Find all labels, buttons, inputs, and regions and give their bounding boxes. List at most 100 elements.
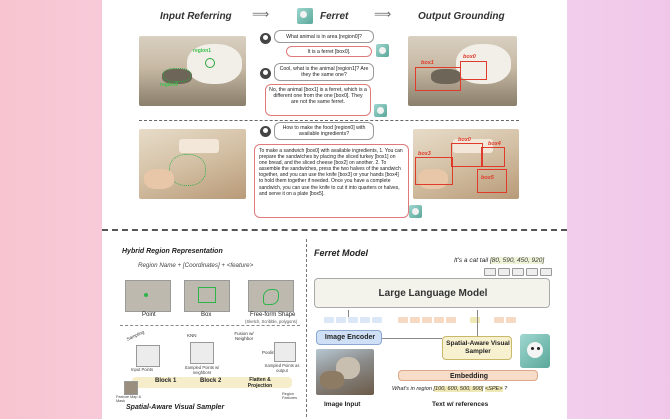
connector-line (382, 338, 442, 339)
answer-1-text: It is a ferret [box0]. (308, 49, 351, 55)
query-end: ? (504, 386, 507, 392)
text-token (422, 317, 432, 323)
header-ferret: Ferret (320, 11, 348, 22)
right-arrow-icon: ⟹ (374, 7, 391, 21)
llm-label: Large Language Model (315, 288, 551, 299)
cat-ferret-photo-output: box1 box0 (408, 36, 517, 106)
image-token (336, 317, 346, 323)
user-avatar-icon (260, 33, 271, 44)
box-label: Box (201, 312, 211, 318)
image-token (348, 317, 358, 323)
image-token (372, 317, 382, 323)
ferret-avatar-icon (376, 44, 389, 57)
question-bubble-1: What animal is in area [region0]? (274, 30, 374, 43)
bounding-box-0 (460, 61, 487, 80)
neighbors-cube (190, 342, 214, 364)
embedding-label: Embedding (399, 373, 539, 380)
sandwich-photo-input (139, 129, 246, 199)
output-cube (274, 342, 296, 362)
box0-label: box0 (458, 137, 471, 143)
header-output-grounding: Output Grounding (418, 11, 505, 22)
answer-2-text: No, the animal [box1] is a ferret, which… (269, 87, 367, 105)
ferret-avatar-icon (374, 104, 387, 117)
answer-bubble-2: No, the animal [box1] is a ferret, which… (265, 84, 371, 116)
region1-tag: region1 (193, 48, 211, 54)
connector-line (477, 310, 478, 336)
spatial-sampler-box: Spatial-Aware Visual Sampler (442, 336, 512, 360)
box1-label: box1 (421, 60, 434, 66)
text-token (506, 317, 516, 323)
fusion-label: Fusion w/ Neighbor (227, 331, 261, 341)
ferret-avatar-icon (409, 205, 422, 218)
question-1-text: What animal is in area [region0]? (286, 34, 362, 40)
region0-tag: region0 (160, 82, 178, 88)
box-example-thumb (184, 280, 230, 312)
text-token (446, 317, 456, 323)
output-coords: [80, 590, 450, 920] (490, 257, 544, 264)
box0-label: box0 (463, 54, 476, 60)
connector-line (348, 310, 349, 317)
region-token (470, 317, 480, 323)
cat-ferret-photo-input: region0 region1 (139, 36, 246, 106)
spatial-sampler-label: Spatial-Aware Visual Sampler (443, 340, 513, 356)
hybrid-region-title: Hybrid Region Representation (122, 248, 223, 255)
text-token (494, 317, 504, 323)
cat-dog-image-input (316, 349, 374, 395)
question-bubble-3: How to make the food [region0] with avai… (274, 122, 374, 140)
sandwich-photo-output: box0 box4 box3 box5 (413, 129, 519, 199)
point-label: Point (142, 312, 156, 318)
ferret-logo-icon (297, 8, 313, 24)
section-divider (139, 120, 519, 121)
paper-figure: Input Referring ⟹ Ferret ⟹ Output Ground… (102, 0, 567, 419)
ferret-model-title: Ferret Model (314, 248, 368, 258)
output-text-main: It's a cat tail (454, 257, 488, 264)
bounding-box-5 (477, 169, 507, 193)
text-input-label: Text w/ references (432, 401, 488, 408)
input-points-cube (136, 345, 160, 367)
ferret-mascot-icon (520, 334, 550, 368)
bounding-box-3 (415, 157, 453, 185)
header-input-referring: Input Referring (160, 11, 232, 22)
image-token (360, 317, 370, 323)
sampling-label: Sampling (126, 329, 145, 341)
query-coords: [100, 600, 500, 900] (434, 386, 484, 392)
bounding-box-1 (415, 67, 461, 91)
text-token (410, 317, 420, 323)
question-bubble-2: Cool, what is the animal [region1]? Are … (274, 63, 374, 81)
input-points-label: Input Points (131, 367, 153, 372)
right-arrow-icon: ⟹ (252, 7, 269, 21)
sampled-output-label: Sampled Points as output (264, 363, 300, 373)
column-divider (306, 239, 307, 417)
flatten-label: Flatten & Projection (242, 377, 278, 389)
block2-label: Block 2 (200, 378, 221, 384)
text-token (434, 317, 444, 323)
freeform-label: Free-form Shape (250, 312, 295, 318)
sampler-title: Spatial-Aware Visual Sampler (126, 404, 224, 411)
sampled-neighbors-label: Sampled Points w/ neighbors (182, 365, 222, 375)
region-formula: Region Name + [Coordinates] + <feature> (138, 262, 253, 269)
answer-bubble-1: It is a ferret [box0]. (286, 46, 372, 57)
sampler-divider (120, 325, 300, 326)
point-example-thumb (125, 280, 171, 312)
box4-label: box4 (488, 141, 501, 147)
text-token (398, 317, 408, 323)
query-text: What's in region [100, 600, 500, 900] <S… (392, 386, 507, 392)
embedding-box: Embedding (398, 370, 538, 381)
region-features-label: Region Features (282, 392, 302, 400)
image-encoder-label: Image Encoder (317, 334, 383, 341)
bounding-box-0 (451, 143, 483, 167)
feature-map-label: Feature Map & Mask (116, 395, 146, 403)
output-token (540, 268, 552, 276)
freeform-example-thumb (248, 280, 294, 312)
output-text: It's a cat tail [80, 590, 450, 920] (454, 257, 544, 264)
user-avatar-icon (260, 68, 271, 79)
box3-label: box3 (418, 151, 431, 157)
box5-label: box5 (481, 175, 494, 181)
output-token (484, 268, 496, 276)
half-divider (102, 229, 567, 231)
block1-label: Block 1 (155, 378, 176, 384)
answer-3-text: To make a sandwich [box0] with available… (259, 148, 403, 197)
image-token (324, 317, 334, 323)
output-token (512, 268, 524, 276)
feature-map-thumb (124, 381, 138, 395)
